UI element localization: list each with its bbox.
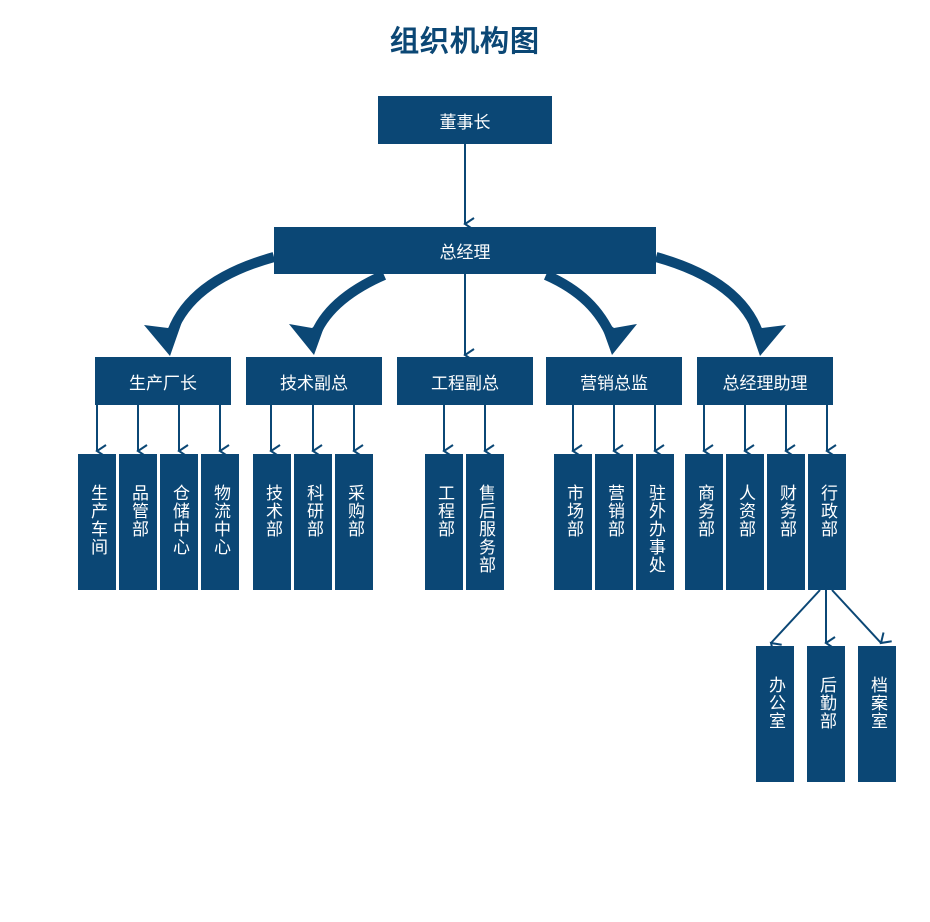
admin-sub-box: 办公室	[756, 646, 794, 782]
vp-marketing-box: 营销总监	[546, 357, 682, 405]
dept-label: 生产车间	[87, 484, 107, 556]
dept-label: 市场部	[563, 484, 583, 538]
dept-box: 行政部	[808, 454, 846, 590]
arrow-gm-production	[165, 252, 276, 340]
arrowhead-gm-tech	[289, 316, 328, 355]
arrow-admin-sub	[769, 589, 821, 654]
dept-label: 技术部	[262, 484, 282, 538]
dept-label: 品管部	[128, 484, 148, 538]
dept-label: 科研部	[303, 484, 323, 538]
admin-sub-label: 办公室	[765, 676, 785, 730]
arrowhead-gm-assistant	[746, 316, 786, 356]
dept-box: 售后服务部	[466, 454, 504, 590]
arrow-gm-marketing	[543, 270, 617, 341]
admin-sub-label: 档案室	[867, 676, 887, 730]
dept-box: 仓储中心	[160, 454, 198, 590]
vp-tech-box: 技术副总	[246, 357, 382, 405]
arrowhead-gm-production	[144, 316, 184, 356]
dept-label: 采购部	[344, 484, 364, 538]
dept-label: 人资部	[735, 484, 755, 538]
dept-box: 技术部	[253, 454, 291, 590]
chairman-box: 董事长	[378, 96, 552, 144]
dept-label: 仓储中心	[169, 484, 189, 556]
dept-label: 物流中心	[210, 484, 230, 556]
dept-box: 品管部	[119, 454, 157, 590]
arrow-gm-tech	[309, 270, 387, 340]
dept-label: 营销部	[604, 484, 624, 538]
general-manager-box: 总经理	[274, 227, 656, 274]
dept-label: 驻外办事处	[645, 484, 665, 574]
dept-box: 驻外办事处	[636, 454, 674, 590]
vp-production-box: 生产厂长	[95, 357, 231, 405]
dept-box: 工程部	[425, 454, 463, 590]
dept-box: 商务部	[685, 454, 723, 590]
dept-label: 财务部	[776, 484, 796, 538]
arrow-admin-sub	[831, 589, 892, 645]
arrow-gm-assistant	[654, 252, 765, 340]
dept-label: 商务部	[694, 484, 714, 538]
admin-sub-label: 后勤部	[816, 676, 836, 730]
dept-box: 财务部	[767, 454, 805, 590]
admin-sub-box: 后勤部	[807, 646, 845, 782]
admin-sub-box: 档案室	[858, 646, 896, 782]
chart-title: 组织机构图	[389, 24, 540, 58]
dept-label: 工程部	[434, 484, 454, 538]
dept-box: 物流中心	[201, 454, 239, 590]
dept-box: 生产车间	[78, 454, 116, 590]
arrowhead-gm-marketing	[598, 316, 637, 355]
vp-assistant-box: 总经理助理	[697, 357, 833, 405]
vp-engineering-box: 工程副总	[397, 357, 533, 405]
dept-label: 行政部	[817, 484, 837, 538]
dept-box: 采购部	[335, 454, 373, 590]
dept-box: 科研部	[294, 454, 332, 590]
dept-box: 市场部	[554, 454, 592, 590]
dept-label: 售后服务部	[475, 484, 495, 574]
dept-box: 人资部	[726, 454, 764, 590]
dept-box: 营销部	[595, 454, 633, 590]
